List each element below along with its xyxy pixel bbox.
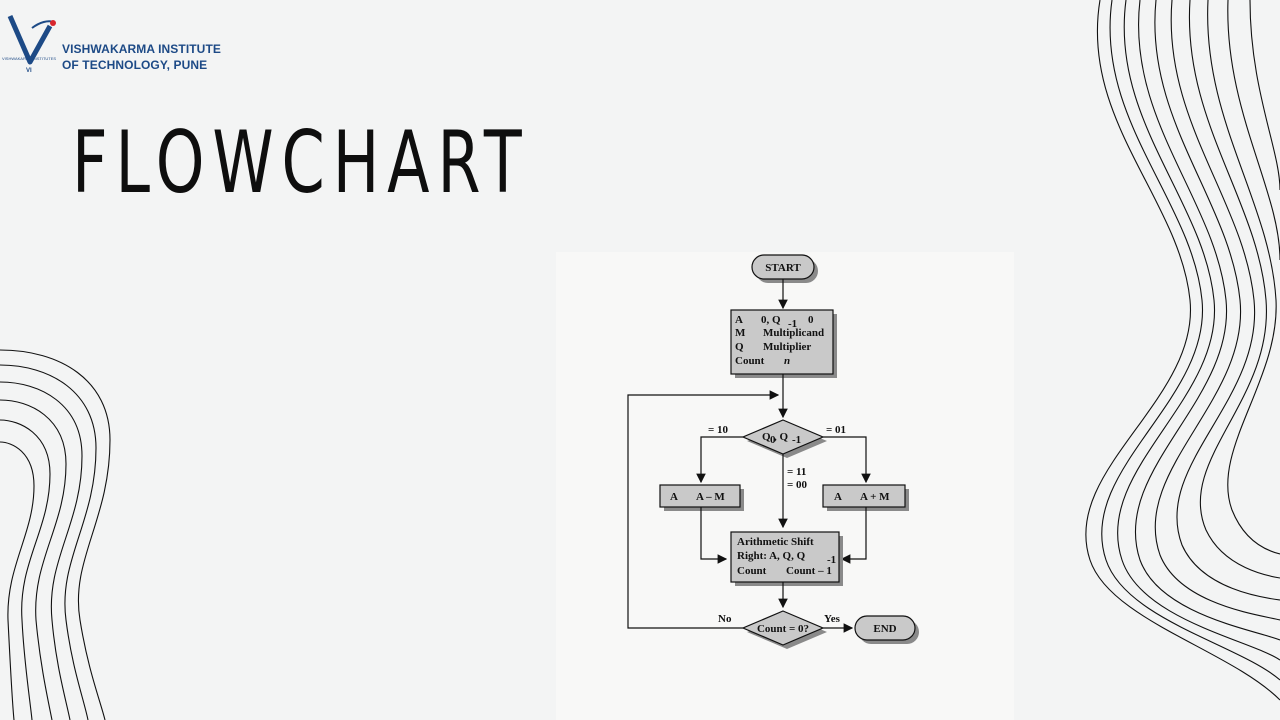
svg-text:Q: Q [762,431,771,443]
svg-text:Q: Q [735,341,744,353]
count-zero-decision: Count = 0? [741,610,827,649]
logo-small-text: VISHWAKARMA INSTITUTES [2,56,56,61]
svg-text:A: A [670,491,678,503]
svg-text:0, Q: 0, Q [761,314,781,326]
svg-text:Arithmetic Shift: Arithmetic Shift [737,536,814,548]
bit-pair-decision: Q 0 , Q -1 [741,419,827,458]
svg-text:Multiplicand: Multiplicand [763,327,824,339]
svg-text:Right: A, Q, Q: Right: A, Q, Q [737,550,806,562]
svg-text:A – M: A – M [696,491,725,503]
svg-text:A: A [834,491,842,503]
svg-text:Count: Count [737,565,767,577]
vit-logo-icon: VISHWAKARMA INSTITUTES VI [2,15,56,74]
svg-text:-1: -1 [788,318,797,330]
yes-label: Yes [824,613,841,625]
arithmetic-shift-box: Arithmetic Shift Right: A, Q, Q -1 Count… [730,531,843,586]
add-box: A A + M [822,484,909,511]
start-label: START [765,262,801,274]
institute-logo: VISHWAKARMA INSTITUTES VI VISHWAKARMA IN… [0,14,240,74]
check-label: Count = 0? [757,623,809,635]
svg-text:Count – 1: Count – 1 [786,565,832,577]
booth-algorithm-flowchart: START A 0, Q -1 0 M Multiplicand Q Multi… [627,254,919,649]
end-label: END [873,623,896,635]
svg-text:VI: VI [26,68,32,74]
institute-name: VISHWAKARMA INSTITUTE OF TECHNOLOGY, PUN… [62,41,221,73]
institute-name-line2: OF TECHNOLOGY, PUNE [62,58,208,72]
svg-text:-1: -1 [792,434,801,446]
no-label: No [718,613,732,625]
institute-name-line1: VISHWAKARMA INSTITUTE [62,42,221,56]
init-box: A 0, Q -1 0 M Multiplicand Q Multiplier … [730,309,837,378]
branch-label-11: = 11 [787,466,806,478]
svg-text:Multiplier: Multiplier [763,341,811,353]
svg-text:0: 0 [808,314,814,326]
svg-text:M: M [735,327,746,339]
slide-title: FLOWCHART [72,113,530,213]
flowchart-panel: START A 0, Q -1 0 M Multiplicand Q Multi… [556,252,1014,720]
branch-label-10: = 10 [708,424,729,436]
svg-text:n: n [784,355,790,367]
svg-text:0: 0 [770,434,776,446]
branch-label-00: = 00 [787,479,808,491]
svg-text:Count: Count [735,355,765,367]
branch-label-01: = 01 [826,424,846,436]
svg-text:, Q: , Q [774,431,789,443]
subtract-box: A A – M [659,484,744,511]
svg-text:A: A [735,314,743,326]
start-terminal: START [751,254,818,283]
end-terminal: END [854,615,919,644]
svg-text:-1: -1 [827,554,836,566]
svg-text:A + M: A + M [860,491,890,503]
